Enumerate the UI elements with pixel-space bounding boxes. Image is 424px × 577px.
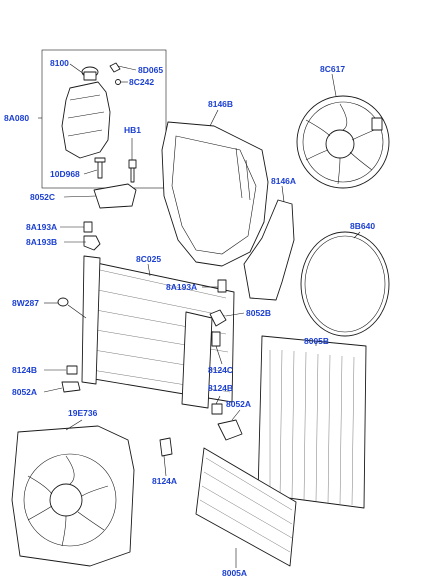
clip-8a193b-left [83,235,101,251]
callout-8a193a-left: 8A193A [26,222,57,232]
callout-8c025: 8C025 [136,254,161,264]
callout-10d968: 10D968 [50,169,80,179]
callout-8005b: 8005B [304,336,329,346]
bracket-8146a [243,199,295,301]
bracket-8052c [93,183,137,209]
fan-shroud-19e736 [11,425,135,567]
callout-8c617: 8C617 [320,64,345,74]
callout-8124a: 8124A [152,476,177,486]
part-8124c [211,331,221,347]
callout-8146b: 8146B [208,99,233,109]
condenser-8005b [257,335,367,509]
callout-8w287: 8W287 [12,298,39,308]
callout-8124b-left: 8124B [12,365,37,375]
callout-8124b-right: 8124B [208,383,233,393]
clip-8a193a-right [217,279,227,293]
part-8124a [159,437,173,457]
callout-8005a: 8005A [222,568,247,577]
callout-8c242: 8C242 [129,77,154,87]
clip-8a193a-left [83,221,93,233]
expansion-tank-group [38,49,167,189]
callout-8052b: 8052B [246,308,271,318]
sensor-8052b [209,309,227,327]
callout-19e736: 19E736 [68,408,98,418]
part-8052a-left [61,381,81,393]
fan-cowl-8146b [161,121,269,267]
electric-fan-8c617 [296,95,390,189]
callout-hb1: HB1 [124,125,141,135]
callout-8d065: 8D065 [138,65,163,75]
callout-8a193b-left: 8A193B [26,237,57,247]
seal-ring-8b640 [300,231,390,337]
callout-8052c: 8052C [30,192,55,202]
callout-8124c: 8124C [208,365,233,375]
part-8052a-right [217,419,243,441]
callout-8b640: 8B640 [350,221,375,231]
leader-lines [43,63,361,568]
callout-8100: 8100 [50,58,69,68]
callout-labels: 8100 8D065 8C242 8A080 10D968 HB1 8052C … [4,58,375,577]
grommet-8w287 [57,297,69,307]
cooler-8005a [195,447,297,567]
callout-8052a-left: 8052A [12,387,37,397]
callout-8052a-right: 8052A [226,399,251,409]
callout-8a080: 8A080 [4,113,29,123]
part-8124b-left [66,365,78,375]
hb1-bolt [128,159,137,183]
part-8124b-right [211,403,223,415]
radiator-8c025 [81,255,235,409]
callout-8a193a-right: 8A193A [166,282,197,292]
callout-8146a: 8146A [271,176,296,186]
